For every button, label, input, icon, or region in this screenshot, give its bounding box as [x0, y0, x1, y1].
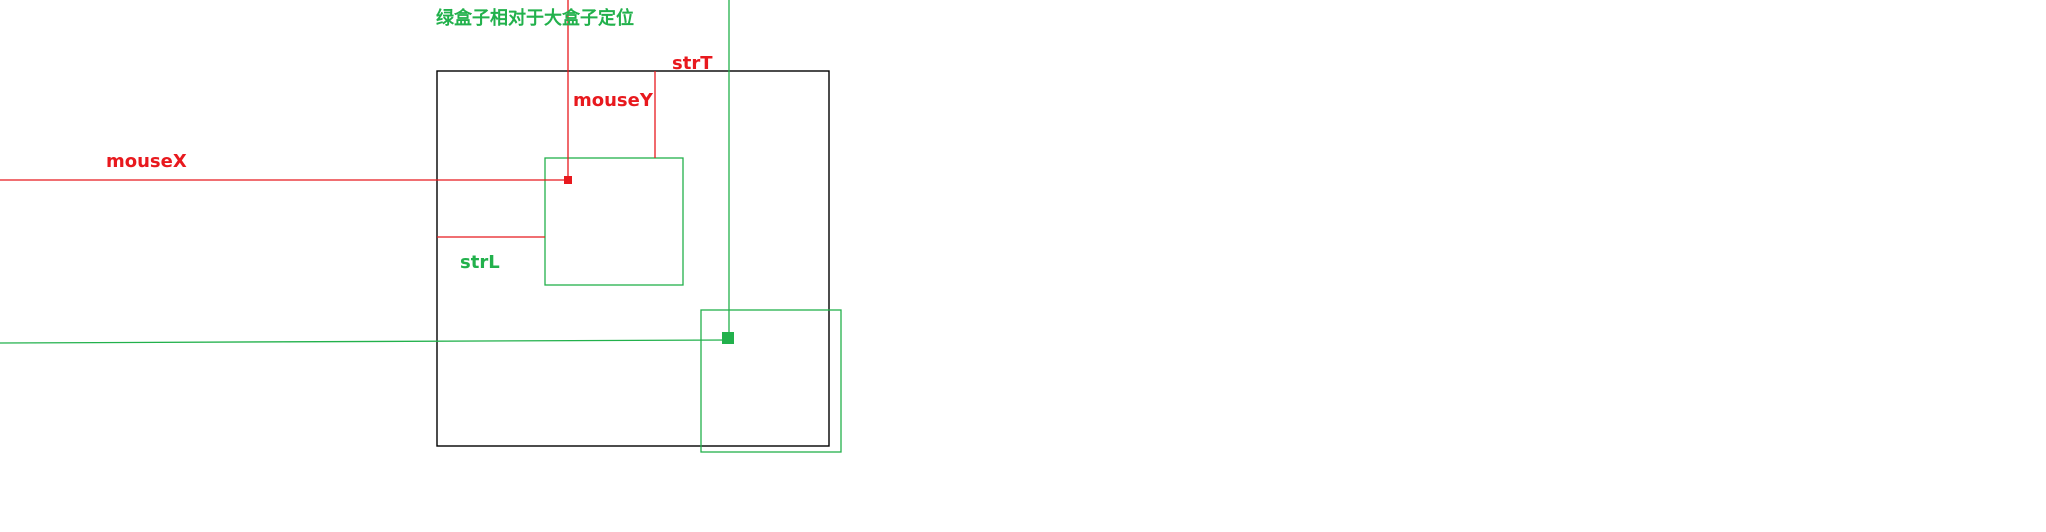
green-point [722, 332, 734, 344]
mouse-x-label: mouseX [106, 151, 187, 172]
inner-green-box [544, 157, 684, 286]
outer-box [436, 70, 830, 447]
caption-label: 绿盒子相对于大盒子定位 [436, 7, 634, 29]
mouse-y-label: mouseY [573, 90, 654, 111]
green-horizontal-line [0, 339, 730, 344]
mouse-point [564, 176, 572, 184]
str-t-label: strT [672, 53, 713, 74]
moved-green-box [700, 309, 842, 453]
str-l-label: strL [460, 252, 500, 273]
